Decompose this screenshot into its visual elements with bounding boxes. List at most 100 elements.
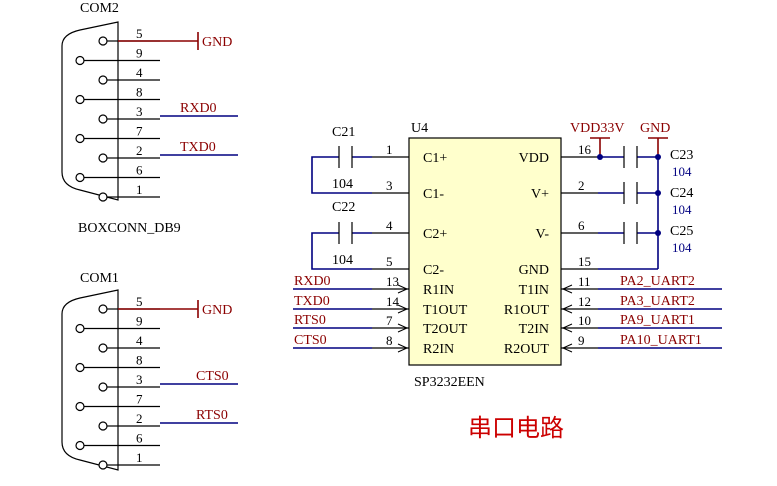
com2-pin-hole	[75, 133, 85, 144]
com1-pin-number: 3	[136, 372, 143, 387]
c21-value: 104	[332, 177, 353, 192]
com1-connector: COM1 5 9 4 8 3 7 2 6 1 GND CTS0 RTS0	[61, 271, 238, 471]
com2-pin-number: 8	[136, 85, 143, 100]
u4-ref: U4	[411, 121, 428, 136]
c22-value: 104	[332, 253, 353, 268]
com1-pin-number: 9	[136, 314, 143, 329]
u4-left-pin-name: C2+	[423, 227, 447, 242]
u4-right-nets: PA2_UART2 PA3_UART2 PA9_UART1 PA10_UART1	[598, 274, 722, 349]
u4-left-pin-name: C1-	[423, 187, 444, 202]
com1-pin-number: 6	[136, 431, 143, 446]
u4-left-pin-number: 14	[386, 294, 400, 309]
u4-left-pin-name: T2OUT	[423, 322, 468, 337]
com1-pin-number: 5	[136, 294, 143, 309]
com1-pin-hole	[75, 401, 85, 412]
u4-right-pin-name: VDD	[519, 151, 549, 166]
com2-type: BOXCONN_DB9	[78, 221, 181, 236]
com2-pin-hole	[98, 36, 108, 46]
gnd-top-label: GND	[640, 121, 670, 136]
com1-pin-number: 7	[136, 392, 143, 407]
u4-body	[408, 137, 562, 366]
com2-pin-number: 6	[136, 163, 143, 178]
u4-right-pin-name: R1OUT	[504, 303, 550, 318]
u4-right-pin-number: 16	[578, 142, 592, 157]
junction-gnd-c24	[655, 190, 661, 196]
power-section: VDD33V GND C23 104 C24 104 C25 104	[570, 121, 693, 270]
u4-right-pin-number: 11	[578, 274, 591, 289]
com1-pin-number: 8	[136, 353, 143, 368]
com2-shell	[61, 21, 119, 201]
u4-right-pin-name: T2IN	[519, 322, 549, 337]
u4-right-pin-name: V-	[536, 227, 550, 242]
com1-cts-label: CTS0	[196, 369, 229, 384]
com2-pin-hole	[75, 94, 85, 105]
junction-gnd-c23	[655, 154, 661, 160]
junction-vdd	[597, 154, 603, 160]
com2-gnd-label: GND	[202, 35, 232, 50]
u4-right-pins: 16VDD2V+6V-15GND11T1IN12R1OUT10T2IN9R2OU…	[504, 142, 598, 357]
c24-value: 104	[672, 202, 692, 217]
junction-gnd-c25	[655, 230, 661, 236]
u4-left-pin-number: 1	[386, 142, 393, 157]
c25-value: 104	[672, 240, 692, 255]
com2-ref: COM2	[80, 1, 119, 16]
u4-left-pin-number: 7	[386, 313, 393, 328]
u4-right-pin-name: T1IN	[519, 283, 549, 298]
u4-left-pin-name: T1OUT	[423, 303, 468, 318]
com1-pin-hole	[98, 421, 108, 431]
com1-pin-hole	[75, 362, 85, 373]
com1-pin-hole	[75, 440, 85, 451]
com2-pin-number: 1	[136, 182, 143, 197]
com2-pin-number: 5	[136, 26, 143, 41]
c23-value: 104	[672, 164, 692, 179]
com1-shell	[61, 289, 119, 471]
com1-pin-hole	[75, 323, 85, 334]
com1-pin-number: 2	[136, 411, 143, 426]
net-txd-label: TXD0	[294, 294, 330, 309]
u4-right-pin-arrow	[561, 304, 573, 314]
com1-pin-number: 1	[136, 450, 143, 465]
com1-pin-hole	[98, 343, 108, 353]
com2-pin-number: 3	[136, 104, 143, 119]
com1-pin-number: 4	[136, 333, 143, 348]
net-rts-label: RTS0	[294, 313, 326, 328]
u4-left-pin-number: 5	[386, 254, 393, 269]
u4-left-nets: RXD0 TXD0 RTS0 CTS0	[293, 274, 372, 349]
u4-right-pin-name: V+	[531, 187, 549, 202]
net-pa2-label: PA2_UART2	[620, 274, 695, 289]
com2-pin-number: 2	[136, 143, 143, 158]
net-rxd-label: RXD0	[294, 274, 331, 289]
c25-ref: C25	[670, 224, 693, 239]
cap-c22: C22 104	[311, 200, 372, 270]
com2-pin-number: 9	[136, 46, 143, 61]
com1-rts-label: RTS0	[196, 408, 228, 423]
com1-ref: COM1	[80, 271, 119, 286]
u4-left-pin-arrow	[397, 343, 409, 353]
c21-ref: C21	[332, 125, 355, 140]
u4-left-pin-number: 13	[386, 274, 399, 289]
c22-wire	[311, 232, 372, 270]
com1-pin-hole	[98, 460, 108, 470]
u4-right-pin-arrow	[561, 343, 573, 353]
u4-left-pin-arrow	[397, 323, 409, 333]
u4-right-pin-name: GND	[519, 263, 549, 278]
c21-wire	[311, 156, 372, 194]
u4-left-pin-name: R1IN	[423, 283, 454, 298]
com2-pin-hole	[98, 192, 108, 202]
u4-left-pin-name: C1+	[423, 151, 447, 166]
net-cts-label: CTS0	[294, 333, 327, 348]
com1-pin-hole	[98, 304, 108, 314]
com1-pin-rows: 5 9 4 8 3 7 2 6 1	[75, 294, 160, 470]
net-pa10-label: PA10_UART1	[620, 333, 702, 348]
com1-gnd-label: GND	[202, 303, 232, 318]
com2-pin-hole	[75, 55, 85, 66]
c24-ref: C24	[670, 186, 693, 201]
u4-right-pin-number: 15	[578, 254, 591, 269]
cap-c21: C21 104	[311, 125, 372, 194]
u4-right-pin-number: 6	[578, 218, 585, 233]
u4-right-pin-number: 12	[578, 294, 591, 309]
net-pa3-label: PA3_UART2	[620, 294, 695, 309]
